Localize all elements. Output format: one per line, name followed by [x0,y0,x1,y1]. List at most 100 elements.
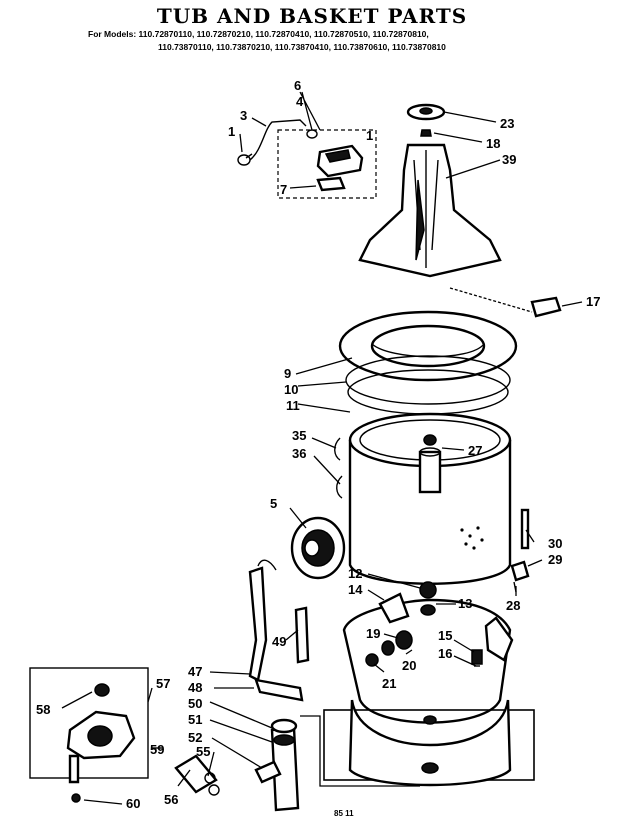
callout-7: 7 [280,182,287,197]
hose-56 [174,754,218,794]
leader-56 [177,769,191,787]
callout-18: 18 [486,136,500,151]
callout-49: 49 [272,634,286,649]
agitator-bolt [420,129,432,137]
clamp-55a [204,772,216,784]
callout-21: 21 [382,676,396,691]
callout-39: 39 [502,152,516,167]
leader-1a [239,133,243,153]
leader-39 [445,159,501,179]
model-numbers-line-2: 110.73870110, 110.73870210, 110.73870410… [158,42,446,52]
basket-holes [460,526,484,550]
agitator-cap-center [419,107,433,115]
callout-15: 15 [438,628,452,643]
agitator-assembly [358,103,502,278]
tub-cover-lip [371,343,485,358]
callout-27: 27 [468,443,482,458]
leader-7 [289,185,317,189]
clip-36 [336,475,343,499]
leader-27 [441,447,465,451]
leader-23 [443,111,497,123]
callout-4: 4 [296,94,304,109]
pump-port [304,539,320,557]
leader-58 [61,691,93,709]
hose-left [248,566,268,682]
part-58 [94,683,110,697]
footer-code: 85 11 [334,809,354,818]
center-nut [423,715,437,725]
clamp-51 [273,734,295,746]
clamp-50 [270,718,298,734]
callout-36: 36 [292,446,306,461]
leader-50-52 [209,701,273,769]
hose-clamp-top [257,559,277,571]
leader-60 [83,799,123,805]
tub-cover-opening [370,324,486,368]
drain-nut [421,762,439,774]
agitator-shade [415,179,425,261]
spin-tube [418,450,442,494]
leader-5 [289,507,307,529]
callout-55: 55 [196,744,210,759]
leader-47-48 [209,671,254,689]
leader-28-30 [515,529,543,596]
bracket-right [484,616,514,662]
hose-48 [254,678,304,702]
leader-12-14 [367,573,421,601]
bracket-14 [378,592,410,624]
callout-1-left: 1 [228,124,235,139]
callout-50: 50 [188,696,202,711]
switch-rod [249,119,307,161]
nut-12 [419,581,437,599]
switch-assembly [237,119,377,199]
callout-58: 58 [36,702,50,717]
callout-6: 6 [294,78,301,93]
leader-35-36 [311,437,341,485]
clip-1 [237,154,251,166]
part-60 [71,793,81,803]
part-15 [471,649,483,665]
leader-19-21 [373,633,413,673]
callout-1: 1 [366,128,373,143]
clamp-55b [208,784,220,796]
leader-15-16 [453,639,477,667]
callout-59: 59 [150,742,164,757]
clip-35 [334,437,341,461]
leader-9-10-11 [295,357,353,413]
callout-57: 57 [156,676,170,691]
callout-60: 60 [126,796,140,811]
pump-box [29,667,149,779]
callout-3: 3 [240,108,247,123]
callout-16: 16 [438,646,452,661]
leader-49 [285,629,299,641]
callout-56: 56 [164,792,178,807]
pump-leg [68,754,80,784]
model-numbers: For Models: 110.72870110, 110.72870210, … [88,28,608,54]
leader-lines [61,91,583,805]
lower-pump-group [29,667,420,812]
callout-5: 5 [270,496,277,511]
part-29 [510,560,530,582]
callout-19: 19 [366,626,380,641]
model-numbers-line-1: For Models: 110.72870110, 110.72870210, … [88,29,429,39]
agitator [358,143,502,278]
callout-35: 35 [292,428,306,443]
leader-3 [251,117,267,127]
callout-20: 20 [402,658,416,673]
callout-14: 14 [348,582,363,597]
tub-ring-assembly [338,310,518,415]
rod-end [245,153,253,159]
part-30 [520,508,530,550]
switch-bracket [316,176,346,192]
leader-57 [147,687,153,703]
callout-28: 28 [506,598,520,613]
spin-tube-top [419,447,441,457]
drain-route [300,715,420,787]
clip-4 [306,129,318,139]
callout-51: 51 [188,712,202,727]
part-52 [254,760,282,784]
part-21 [365,653,379,667]
callout-10: 10 [284,382,298,397]
nut-27 [423,434,437,446]
